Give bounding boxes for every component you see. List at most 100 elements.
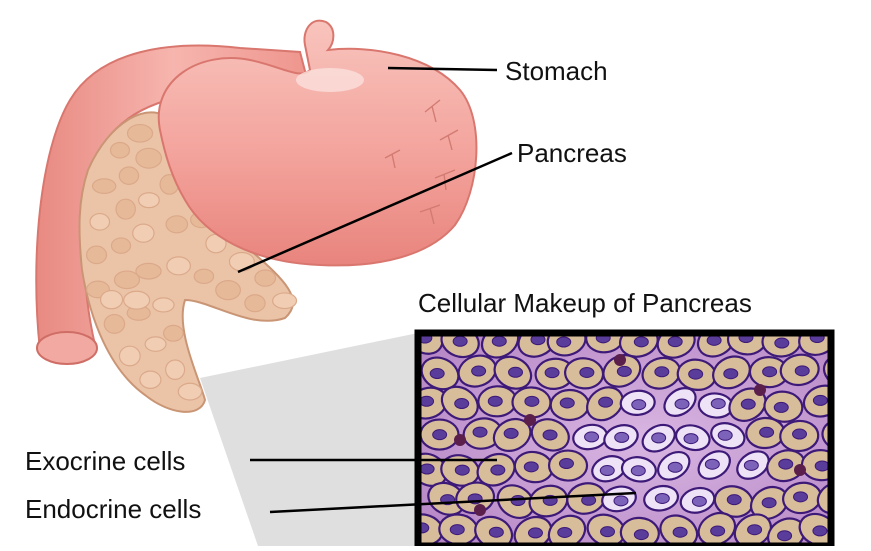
cell-nucleus xyxy=(614,496,628,506)
zoom-wedge xyxy=(200,333,418,546)
cell-nucleus xyxy=(724,369,738,379)
cell-nucleus xyxy=(601,527,615,537)
stomach-label: Stomach xyxy=(505,56,608,87)
cell-nucleus xyxy=(707,335,721,345)
endocrine-cells-label: Endocrine cells xyxy=(25,494,201,525)
cell-nucleus xyxy=(675,399,689,409)
pancreas-lobule xyxy=(136,263,161,279)
cell-nucleus xyxy=(763,367,777,377)
cell-nucleus xyxy=(420,464,434,474)
cell-nucleus xyxy=(748,525,762,535)
cell-nucleus xyxy=(711,399,725,409)
pancreas-lobule xyxy=(128,125,153,143)
cell-nucleus xyxy=(778,531,792,541)
cell-nucleus xyxy=(580,367,594,377)
pancreas-lobule xyxy=(90,214,110,231)
pancreas-lobule xyxy=(133,224,154,242)
cell-nucleus xyxy=(668,337,682,347)
pancreas-lobule xyxy=(166,360,185,379)
cell-nucleus xyxy=(634,337,648,347)
acinus-center xyxy=(454,434,466,446)
pancreas-lobule xyxy=(110,143,129,158)
cell-nucleus xyxy=(793,429,807,439)
cell-nucleus xyxy=(760,427,774,437)
pancreas-lobule xyxy=(167,257,191,275)
cell-nucleus xyxy=(504,428,518,438)
pancreas-lobule xyxy=(145,337,166,351)
pancreas-lobule xyxy=(216,281,241,300)
duodenum-opening xyxy=(37,332,97,364)
cell-nucleus xyxy=(450,525,464,535)
cell-nucleus xyxy=(557,337,571,347)
cell-nucleus xyxy=(488,396,502,406)
cell-nucleus xyxy=(453,336,467,346)
pancreas-lobule xyxy=(273,293,297,309)
pancreas-lobule xyxy=(104,315,124,334)
stomach-highlight xyxy=(296,68,364,92)
pancreas-lobule xyxy=(255,270,276,286)
pancreas-lobule xyxy=(87,246,107,264)
cell-nucleus xyxy=(489,527,503,537)
cell-nucleus xyxy=(455,465,469,475)
cell-nucleus xyxy=(813,526,827,536)
pancreas-lobule xyxy=(153,298,174,312)
pancreas-lobule xyxy=(178,383,201,400)
pancreas-lobule xyxy=(245,295,265,312)
cell-nucleus xyxy=(744,460,758,470)
cell-nucleus xyxy=(741,399,755,409)
cell-nucleus xyxy=(545,368,559,378)
cell-nucleus xyxy=(473,427,487,437)
cell-nucleus xyxy=(727,495,741,505)
cell-nucleus xyxy=(615,432,629,442)
cell-nucleus xyxy=(652,433,666,443)
cell-nucleus xyxy=(815,461,829,471)
pancreas-lobule xyxy=(136,148,162,168)
cell-nucleus xyxy=(585,432,599,442)
acinus-center xyxy=(524,414,536,426)
cell-nucleus xyxy=(420,396,434,406)
cell-nucleus xyxy=(524,462,538,472)
cell-nucleus xyxy=(655,367,669,377)
cell-nucleus xyxy=(711,526,725,536)
pancreas-lobule xyxy=(164,325,183,341)
cell-nucleus xyxy=(492,336,506,346)
cell-nucleus xyxy=(705,459,719,469)
cell-nucleus xyxy=(673,527,687,537)
cell-nucleus xyxy=(430,369,444,379)
cell-nucleus xyxy=(631,466,645,476)
cell-nucleus xyxy=(634,530,648,540)
cell-nucleus xyxy=(509,367,523,377)
pancreas-lobule xyxy=(124,291,150,309)
pancreas-lobule xyxy=(93,179,116,193)
acinus-center xyxy=(754,384,766,396)
cell-nucleus xyxy=(762,498,776,508)
cell-nucleus xyxy=(560,398,574,408)
cell-nucleus xyxy=(668,462,682,472)
cell-nucleus xyxy=(692,496,706,506)
pancreas-lobule xyxy=(119,346,140,366)
cell-nucleus xyxy=(617,366,631,376)
cell-nucleus xyxy=(689,369,703,379)
pancreas-lobule xyxy=(194,269,213,283)
cell-nucleus xyxy=(795,366,809,376)
cell-nucleus xyxy=(813,395,827,405)
cellular-makeup-title: Cellular Makeup of Pancreas xyxy=(418,288,752,319)
cell-nucleus xyxy=(433,430,447,440)
cell-nucleus xyxy=(655,493,669,503)
cell-nucleus xyxy=(558,527,572,537)
pancreas-lobule xyxy=(139,193,160,208)
pancreas-label: Pancreas xyxy=(517,138,627,169)
cell-nucleus xyxy=(455,399,469,409)
cell-nucleus xyxy=(528,528,542,538)
pancreas-lobule xyxy=(111,238,130,253)
pancreas-lobule xyxy=(140,371,161,388)
cell-nucleus xyxy=(632,400,646,410)
cell-nucleus xyxy=(775,338,789,348)
acinus-center xyxy=(614,354,626,366)
acinus-center xyxy=(794,464,806,476)
cell-nucleus xyxy=(718,430,732,440)
cell-nucleus xyxy=(472,366,486,376)
pancreas-lobule xyxy=(114,271,139,289)
cell-nucleus xyxy=(559,459,573,469)
